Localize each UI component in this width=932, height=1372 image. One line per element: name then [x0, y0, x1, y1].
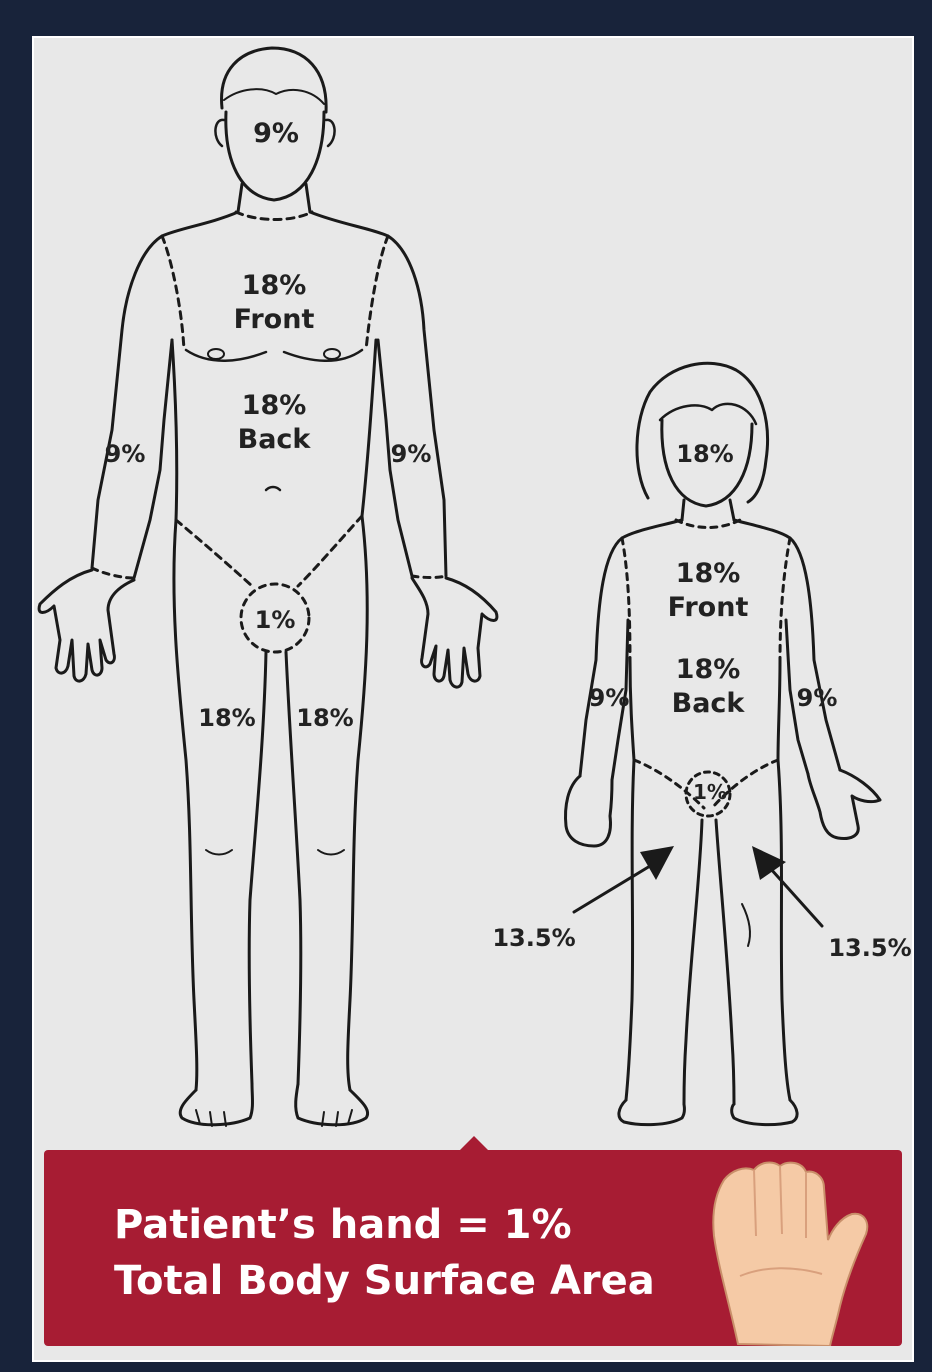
adult-head-pct: 9% [248, 118, 304, 150]
adult-abdomen-pct: 18% [234, 390, 314, 422]
child-right-arm-pct: 9% [792, 684, 842, 713]
adult-chest-pct: 18% [234, 270, 314, 302]
info-banner: Patient’s hand = 1% Total Body Surface A… [44, 1150, 902, 1346]
child-right-leg-pct: 13.5% [820, 934, 920, 963]
banner-line-1: Patient’s hand = 1% [114, 1202, 572, 1248]
adult-left-arm-pct: 9% [100, 440, 150, 469]
adult-chest-label: Front [224, 304, 324, 336]
adult-groin-pct: 1% [248, 606, 302, 635]
child-chest-label: Front [658, 592, 758, 624]
adult-abdomen-label: Back [224, 424, 324, 456]
adult-right-arm-pct: 9% [386, 440, 436, 469]
child-head-pct: 18% [670, 440, 740, 469]
child-abdomen-pct: 18% [668, 654, 748, 686]
child-abdomen-label: Back [658, 688, 758, 720]
adult-right-leg-pct: 18% [290, 704, 360, 733]
child-left-arm-pct: 9% [584, 684, 634, 713]
adult-figure [39, 48, 497, 1126]
hand-icon [694, 1156, 894, 1346]
child-left-leg-pct: 13.5% [484, 924, 584, 953]
child-figure [566, 363, 880, 1124]
child-groin-pct: 1% [688, 780, 732, 804]
adult-left-leg-pct: 18% [192, 704, 262, 733]
banner-line-2: Total Body Surface Area [114, 1258, 655, 1304]
child-chest-pct: 18% [668, 558, 748, 590]
